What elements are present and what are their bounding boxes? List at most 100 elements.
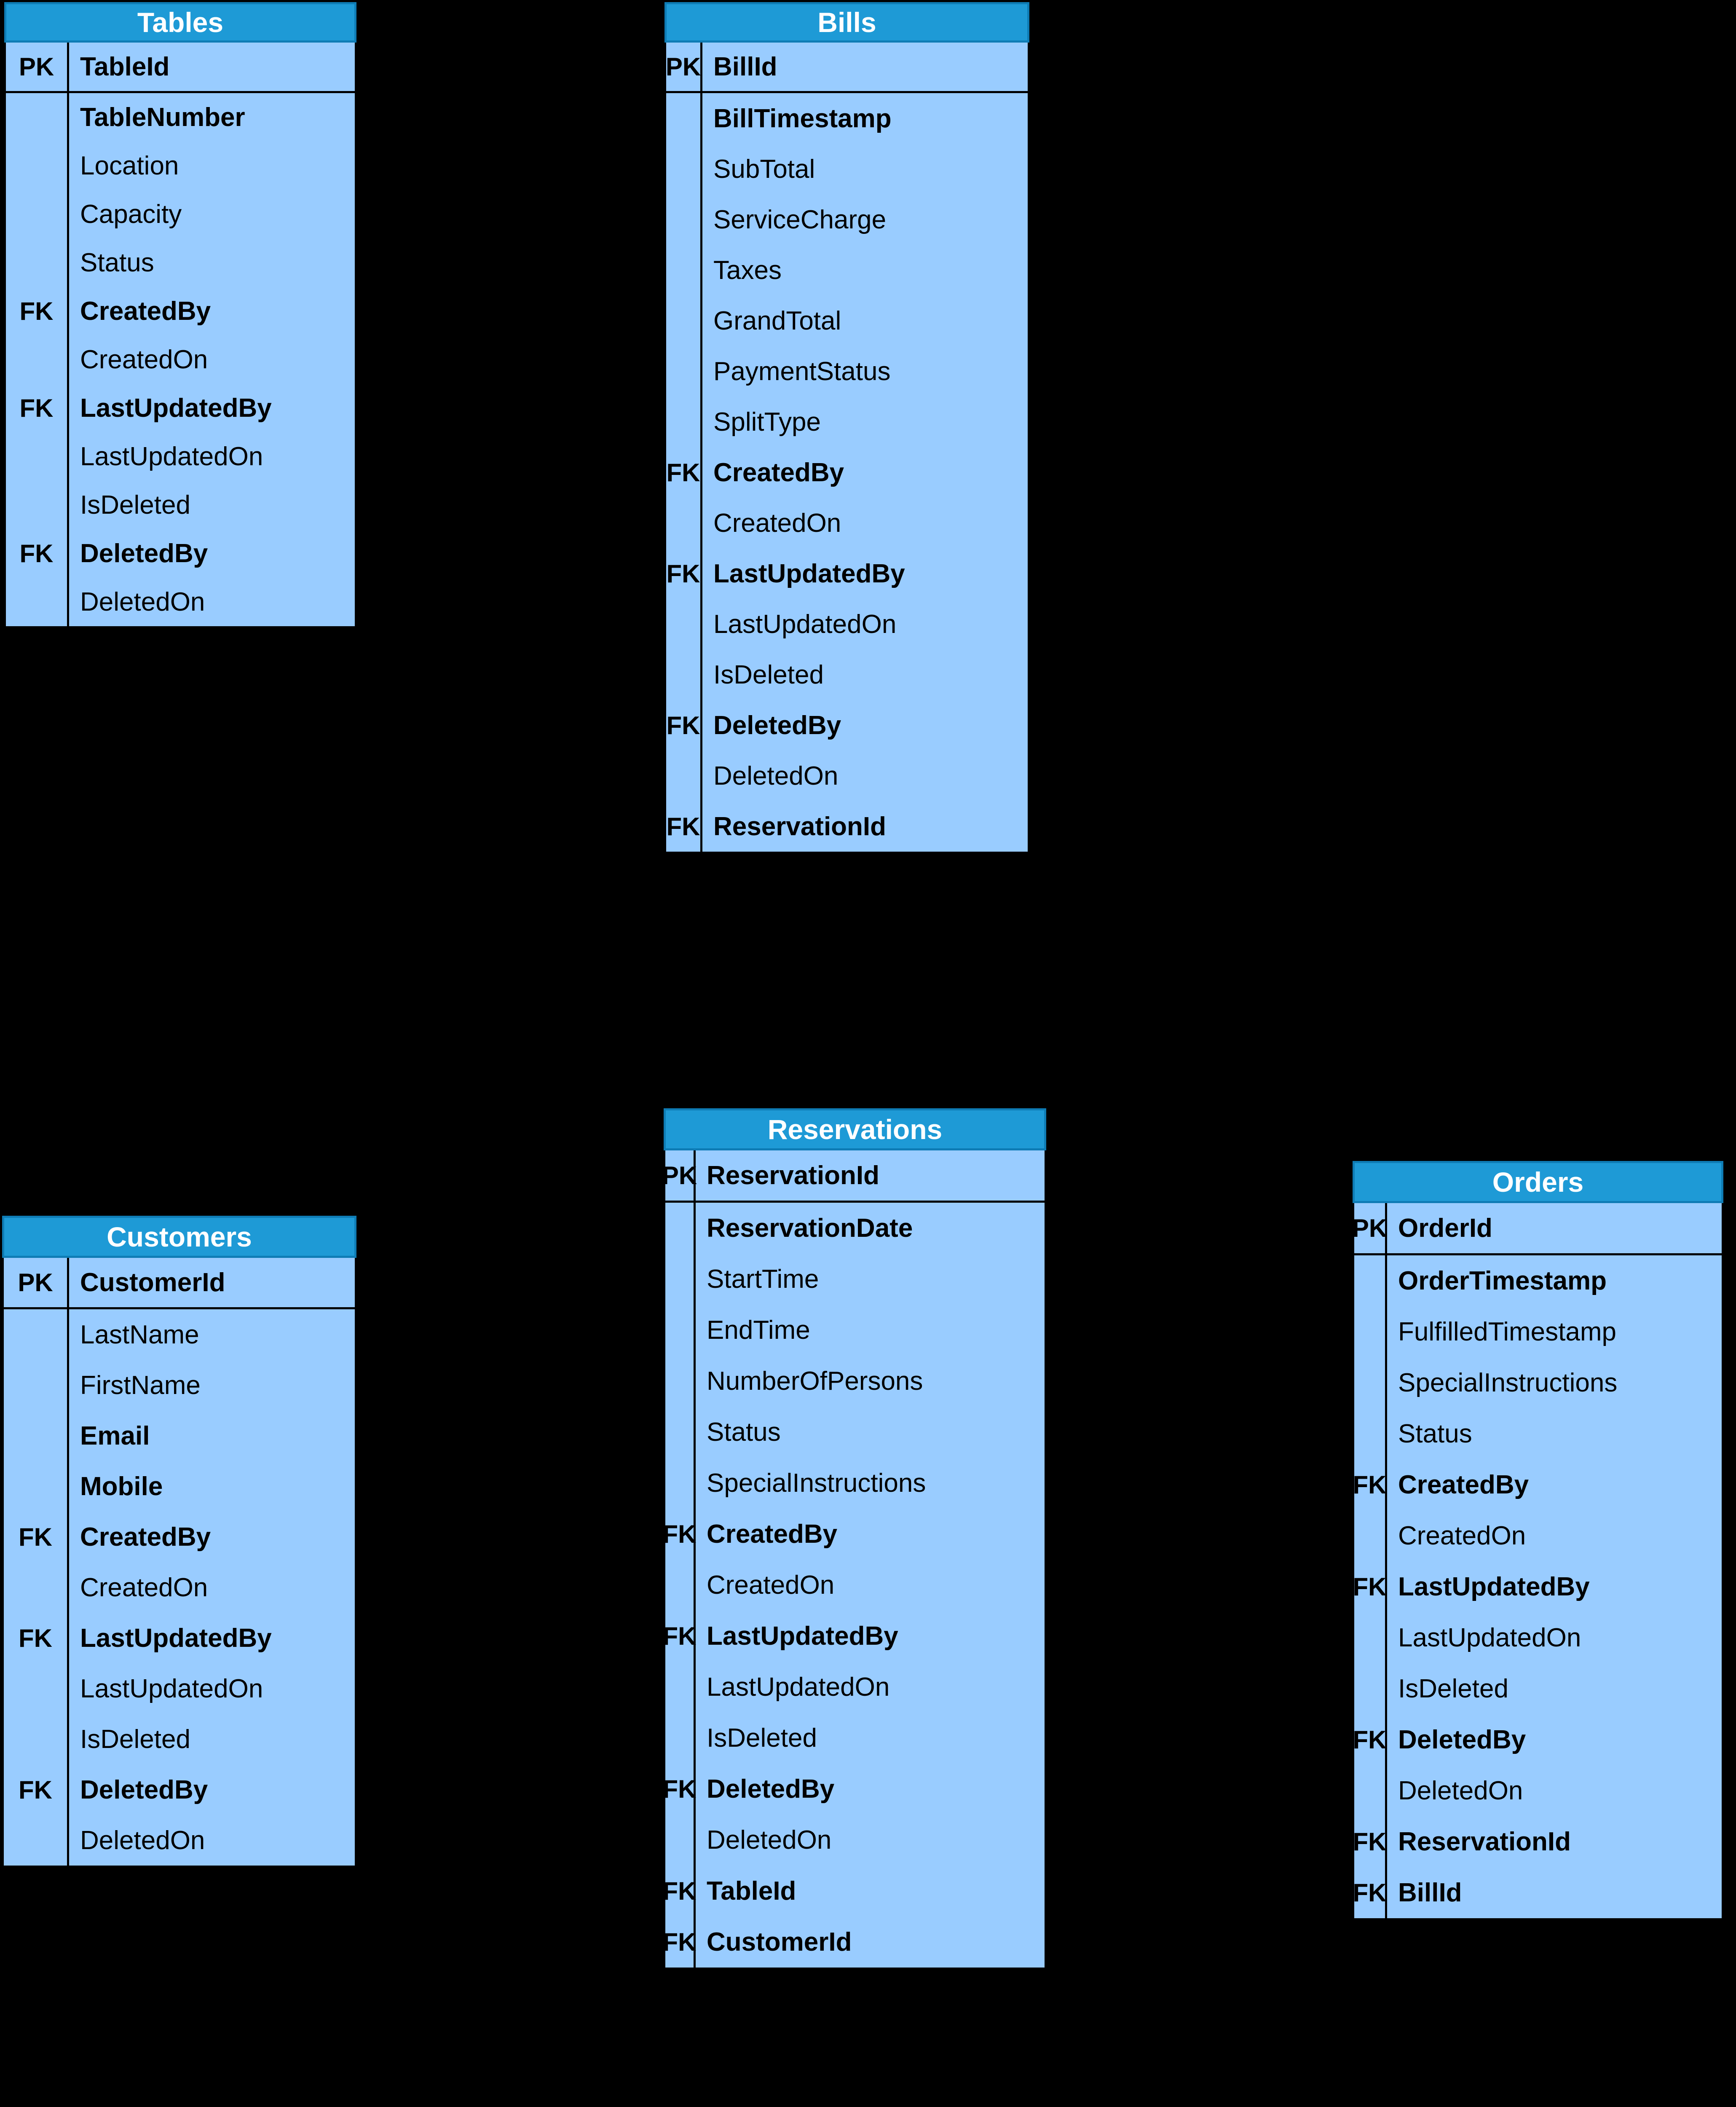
key-cell-empty: [1354, 1765, 1387, 1816]
key-cell-empty: [665, 1407, 696, 1458]
attribute-name: OrderId: [1398, 1214, 1492, 1243]
attribute-row: DeletedOn: [666, 751, 1028, 801]
key-cell-empty: [6, 142, 69, 190]
attribute-row: LastUpdatedOn: [665, 1662, 1045, 1713]
key-cell-empty: [6, 93, 69, 142]
key-cell-empty: [665, 1815, 696, 1866]
attribute-name: Status: [707, 1418, 781, 1447]
key-cell-empty: [4, 1714, 69, 1764]
attribute-name: ReservationDate: [707, 1214, 913, 1243]
foreign-key-badge: FK: [4, 1764, 69, 1815]
attribute-row: FirstName: [4, 1360, 355, 1410]
attribute-row: Taxes: [666, 245, 1028, 295]
foreign-key-badge: FK: [6, 384, 69, 432]
attribute-name: LastUpdatedOn: [707, 1673, 890, 1702]
attribute-name: BillTimestamp: [713, 104, 892, 133]
key-cell-empty: [666, 93, 702, 144]
key-cell-empty: [6, 481, 69, 529]
key-cell-empty: [1354, 1357, 1387, 1408]
key-cell-empty: [666, 751, 702, 801]
key-cell-empty: [665, 1203, 696, 1254]
key-cell-empty: [666, 649, 702, 700]
attribute-name: IsDeleted: [80, 491, 190, 520]
attribute-name: DeletedBy: [713, 710, 841, 740]
key-cell-empty: [665, 1254, 696, 1305]
primary-key-badge: PK: [6, 43, 69, 91]
attribute-name: ReservationId: [707, 1161, 880, 1190]
key-cell-empty: [1354, 1306, 1387, 1357]
attribute-name: PaymentStatus: [713, 357, 891, 386]
attribute-name: DeletedOn: [80, 587, 205, 617]
attribute-name: CreatedBy: [80, 297, 211, 326]
attribute-name: DeletedBy: [80, 539, 208, 568]
foreign-key-badge: FK: [666, 548, 702, 599]
attribute-row: DeletedOn: [1354, 1765, 1722, 1816]
foreign-key-badge: FK: [663, 1764, 697, 1815]
attribute-name: LastUpdatedOn: [80, 1674, 263, 1703]
key-cell-empty: [4, 1410, 69, 1461]
foreign-key-badge: FK: [1353, 1867, 1387, 1918]
key-cell-empty: [665, 1458, 696, 1509]
attribute-row: ReservationDate: [665, 1203, 1045, 1254]
attribute-row: SplitType: [666, 397, 1028, 447]
attribute-name: DeletedOn: [80, 1826, 205, 1855]
key-cell-empty: [4, 1309, 69, 1360]
key-cell-empty: [666, 498, 702, 548]
attribute-name: BillId: [713, 52, 777, 81]
attribute-row: SpecialInstructions: [1354, 1357, 1722, 1408]
attribute-name: CreatedOn: [80, 1573, 208, 1602]
attribute-row: IsDeleted: [1354, 1663, 1722, 1714]
attribute-name: GrandTotal: [713, 306, 841, 335]
attribute-row: FK TableId: [663, 1866, 1045, 1917]
attribute-name: LastUpdatedBy: [80, 394, 272, 423]
attribute-name: SplitType: [713, 407, 821, 437]
foreign-key-badge: FK: [4, 1512, 69, 1562]
attribute-row: CreatedOn: [6, 335, 355, 384]
primary-key-badge: PK: [662, 1150, 697, 1201]
attribute-row: IsDeleted: [666, 649, 1028, 700]
key-cell-empty: [4, 1663, 69, 1714]
attribute-name: DeletedOn: [713, 761, 839, 791]
attribute-name: Capacity: [80, 200, 182, 229]
entity-orders-title: Orders: [1353, 1161, 1723, 1203]
key-cell-empty: [666, 194, 702, 245]
attribute-row: Status: [665, 1407, 1045, 1458]
attribute-row: Mobile: [4, 1461, 355, 1512]
primary-key-badge: PK: [666, 43, 702, 91]
attribute-row: LastName: [4, 1309, 355, 1360]
attribute-name: IsDeleted: [80, 1724, 190, 1754]
foreign-key-badge: FK: [1353, 1714, 1387, 1765]
attribute-row: LastUpdatedOn: [4, 1663, 355, 1714]
attribute-name: ReservationId: [713, 812, 887, 841]
attribute-row: IsDeleted: [665, 1713, 1045, 1764]
attribute-name: SpecialInstructions: [1398, 1368, 1618, 1397]
attribute-name: CustomerId: [707, 1927, 852, 1957]
attribute-name: LastName: [80, 1320, 199, 1349]
attribute-row: DeletedOn: [665, 1815, 1045, 1866]
attribute-row: CreatedOn: [4, 1562, 355, 1613]
attribute-name: Email: [80, 1421, 150, 1450]
foreign-key-badge: FK: [1353, 1816, 1387, 1867]
key-cell-empty: [666, 295, 702, 346]
attribute-name: TableId: [707, 1876, 796, 1906]
foreign-key-badge: FK: [663, 1866, 697, 1917]
key-cell-empty: [665, 1305, 696, 1356]
attribute-name: FulfilledTimestamp: [1398, 1317, 1616, 1346]
